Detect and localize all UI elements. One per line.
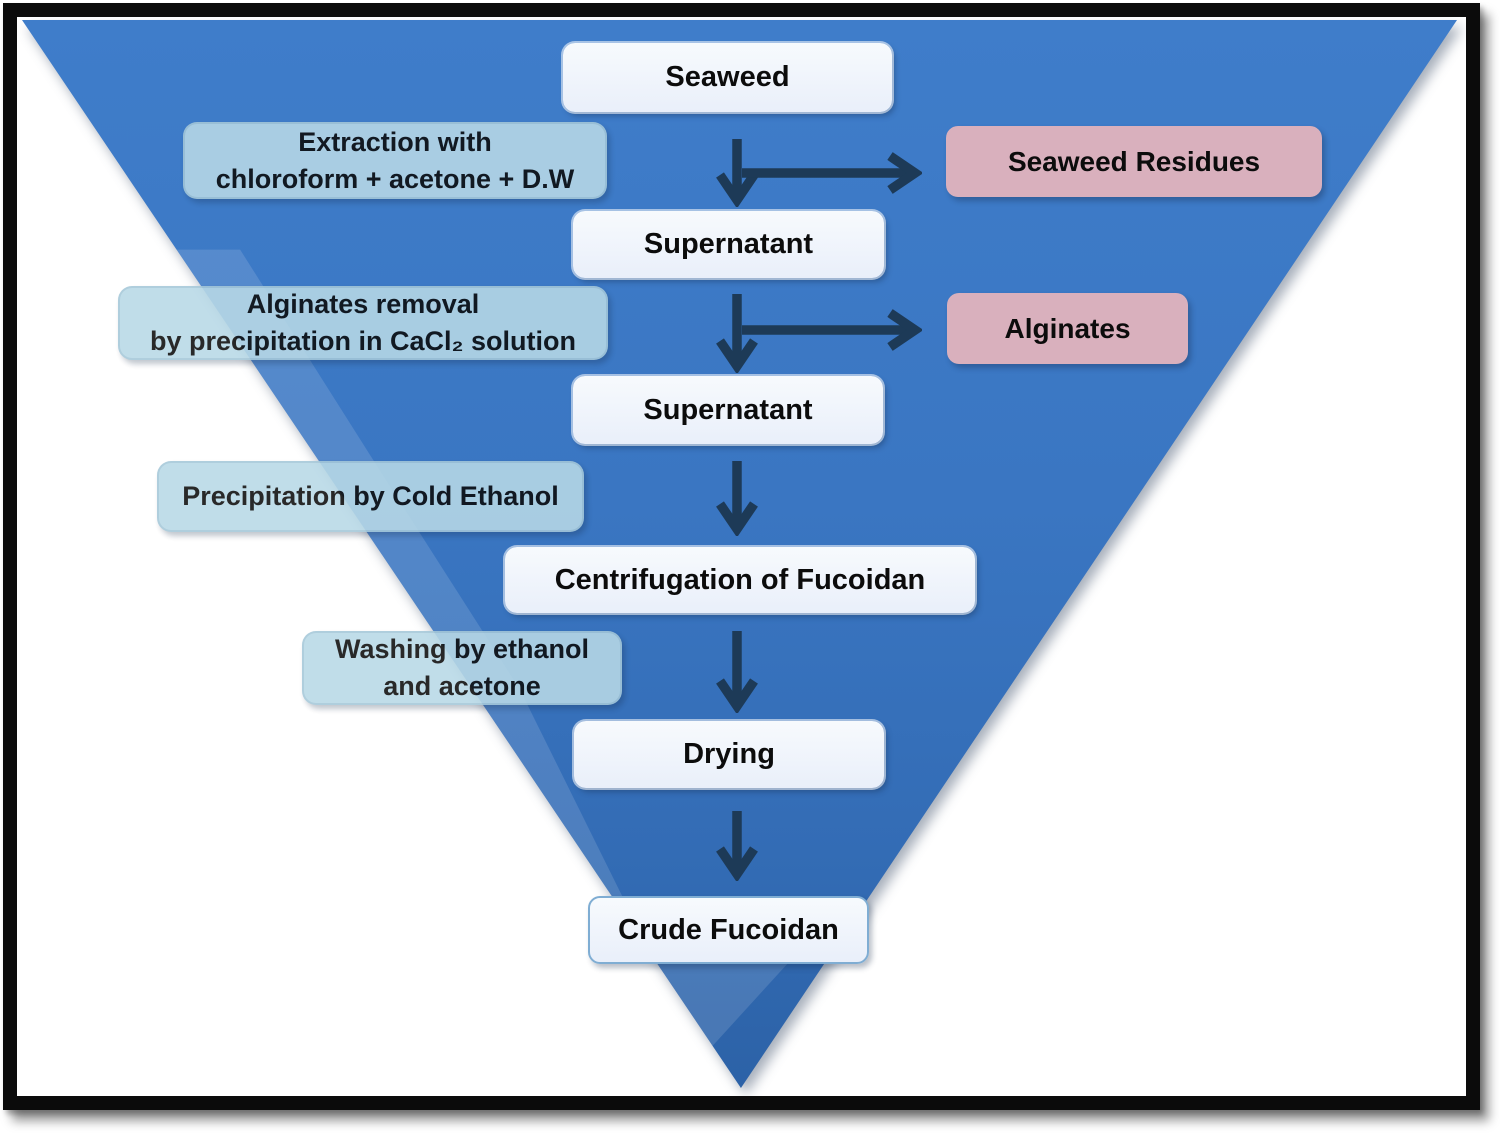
process-step-line: Extraction with <box>298 126 492 157</box>
process-step-line: Alginates removal <box>246 289 480 319</box>
flow-node-label: Supernatant <box>643 228 814 260</box>
process-step-precipitation: Precipitation by Cold Ethanol <box>157 461 584 532</box>
flow-node-label: Centrifugation of Fucoidan <box>554 563 926 596</box>
byproduct-label: Alginates <box>1004 312 1131 344</box>
byproduct-label: Seaweed Residues <box>1007 145 1261 177</box>
process-step-alginates-removal: Alginates removal by precipitation in Ca… <box>118 286 608 360</box>
arrow-drying-to-crude-fucoidan-icon <box>716 811 758 881</box>
process-step-washing: Washing by ethanol and acetone <box>302 631 622 705</box>
process-step-line: Washing by ethanol <box>334 634 589 664</box>
flow-node-label: Crude Fucoidan <box>618 913 839 946</box>
flow-node-label: Seaweed <box>665 61 790 93</box>
flow-node-label: Drying <box>683 738 775 770</box>
process-step-line: by precipitation in CaCl₂ solution <box>149 326 576 356</box>
process-step-line: chloroform + acetone + D.W <box>215 163 575 194</box>
byproduct-alginates: Alginates <box>947 293 1188 364</box>
arrow-supernatant1-to-supernatant2-icon <box>716 294 758 373</box>
arrow-supernatant2-to-centrifugation-icon <box>716 461 758 536</box>
arrow-to-seaweed-residues-icon <box>742 152 922 194</box>
process-step-line: and acetone <box>383 671 541 701</box>
process-step-extraction: Extraction with chloroform + acetone + D… <box>183 122 607 199</box>
arrow-to-alginates-icon <box>742 309 922 351</box>
figure-frame <box>3 3 1480 1110</box>
process-step-line: Precipitation by Cold Ethanol <box>182 481 559 511</box>
arrow-seaweed-to-supernatant-icon <box>716 139 758 207</box>
flow-node-centrifugation: Centrifugation of Fucoidan <box>505 547 975 613</box>
flow-node-supernatant-2: Supernatant <box>573 376 883 444</box>
flow-node-label: Supernatant <box>643 393 813 426</box>
flow-node-crude-fucoidan: Crude Fucoidan <box>588 896 869 964</box>
byproduct-seaweed-residues: Seaweed Residues <box>946 126 1322 197</box>
flow-node-seaweed: Seaweed <box>563 43 892 112</box>
flow-node-supernatant-1: Supernatant <box>573 211 884 278</box>
arrow-centrifugation-to-drying-icon <box>716 631 758 713</box>
flow-node-drying: Drying <box>574 721 884 788</box>
